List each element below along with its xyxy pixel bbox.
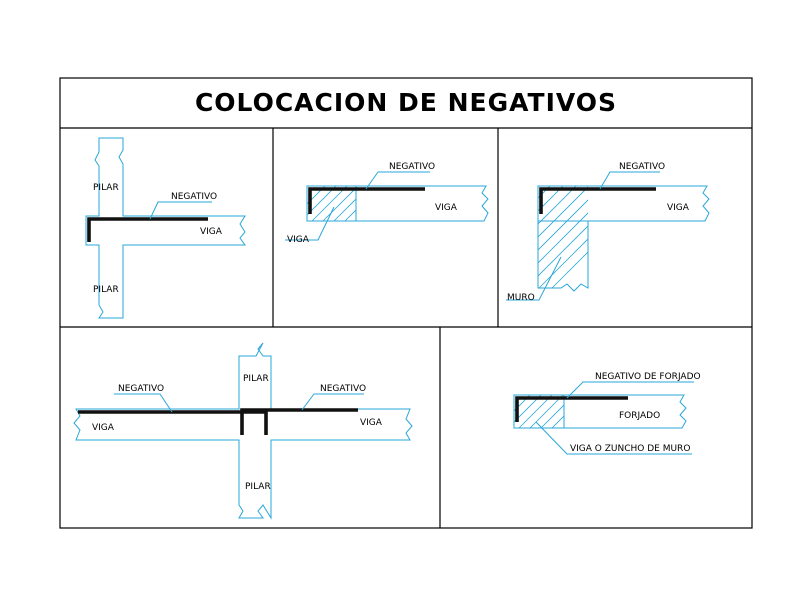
leader-line [566, 381, 694, 399]
label-pilar-bottom: PILAR [245, 482, 271, 492]
sheet-frame [59, 77, 753, 529]
label-pilar-bottom: PILAR [93, 285, 119, 295]
leader-line [535, 421, 692, 455]
negativo-bar [308, 187, 425, 214]
negativo-bar-right [240, 408, 358, 435]
leader-line [114, 393, 173, 413]
label-pilar-top: PILAR [243, 374, 269, 384]
structure-outline [73, 342, 413, 520]
label-viga-left: VIGA [92, 423, 115, 433]
label-viga-zuncho: VIGA O ZUNCHO DE MURO [570, 444, 690, 454]
drawing-title: COLOCACION DE NEGATIVOS [195, 88, 617, 117]
leader-line [506, 256, 562, 301]
label-forjado: FORJADO [619, 411, 660, 421]
label-muro: MURO [507, 293, 535, 303]
label-viga-right: VIGA [360, 418, 383, 428]
label-negativo-left: NEGATIVO [118, 384, 164, 394]
label-negativo: NEGATIVO [389, 162, 435, 172]
panel-forjado: NEGATIVO DE FORJADO FORJADO VIGA O ZUNCH… [513, 372, 701, 455]
structure-outline [306, 185, 489, 222]
hatch-viga [307, 186, 356, 221]
negativo-forjado-bar [515, 396, 628, 422]
panel-viga-extremo: NEGATIVO VIGA VIGA [285, 162, 489, 245]
negativo-bar [539, 187, 656, 214]
leader-line [285, 206, 335, 241]
hatch-muro [538, 186, 588, 288]
negativo-bar [87, 217, 208, 242]
structure-outline [85, 137, 246, 319]
panel-muro-viga: NEGATIVO VIGA MURO [506, 162, 710, 303]
panel-pilar-viga: PILAR NEGATIVO VIGA PILAR [85, 137, 246, 319]
label-negativo-right: NEGATIVO [320, 384, 366, 394]
label-viga-support: VIGA [287, 235, 310, 245]
hatch-zuncho [514, 395, 564, 428]
leader-line [365, 171, 430, 190]
label-viga: VIGA [667, 203, 690, 213]
leader-line [149, 201, 212, 220]
label-negativo: NEGATIVO [171, 192, 217, 202]
leader-line [599, 171, 660, 190]
negativo-bar-left [78, 410, 268, 435]
leader-line [301, 393, 364, 411]
label-negativo-forjado: NEGATIVO DE FORJADO [595, 372, 701, 382]
panel-pilar-interior: PILAR NEGATIVO NEGATIVO VIGA VIGA PILAR [73, 342, 413, 520]
label-negativo: NEGATIVO [619, 162, 665, 172]
structure-outline [513, 394, 687, 429]
label-viga: VIGA [200, 227, 223, 237]
label-pilar-top: PILAR [93, 183, 119, 193]
label-viga: VIGA [435, 203, 458, 213]
structure-outline [537, 185, 710, 292]
